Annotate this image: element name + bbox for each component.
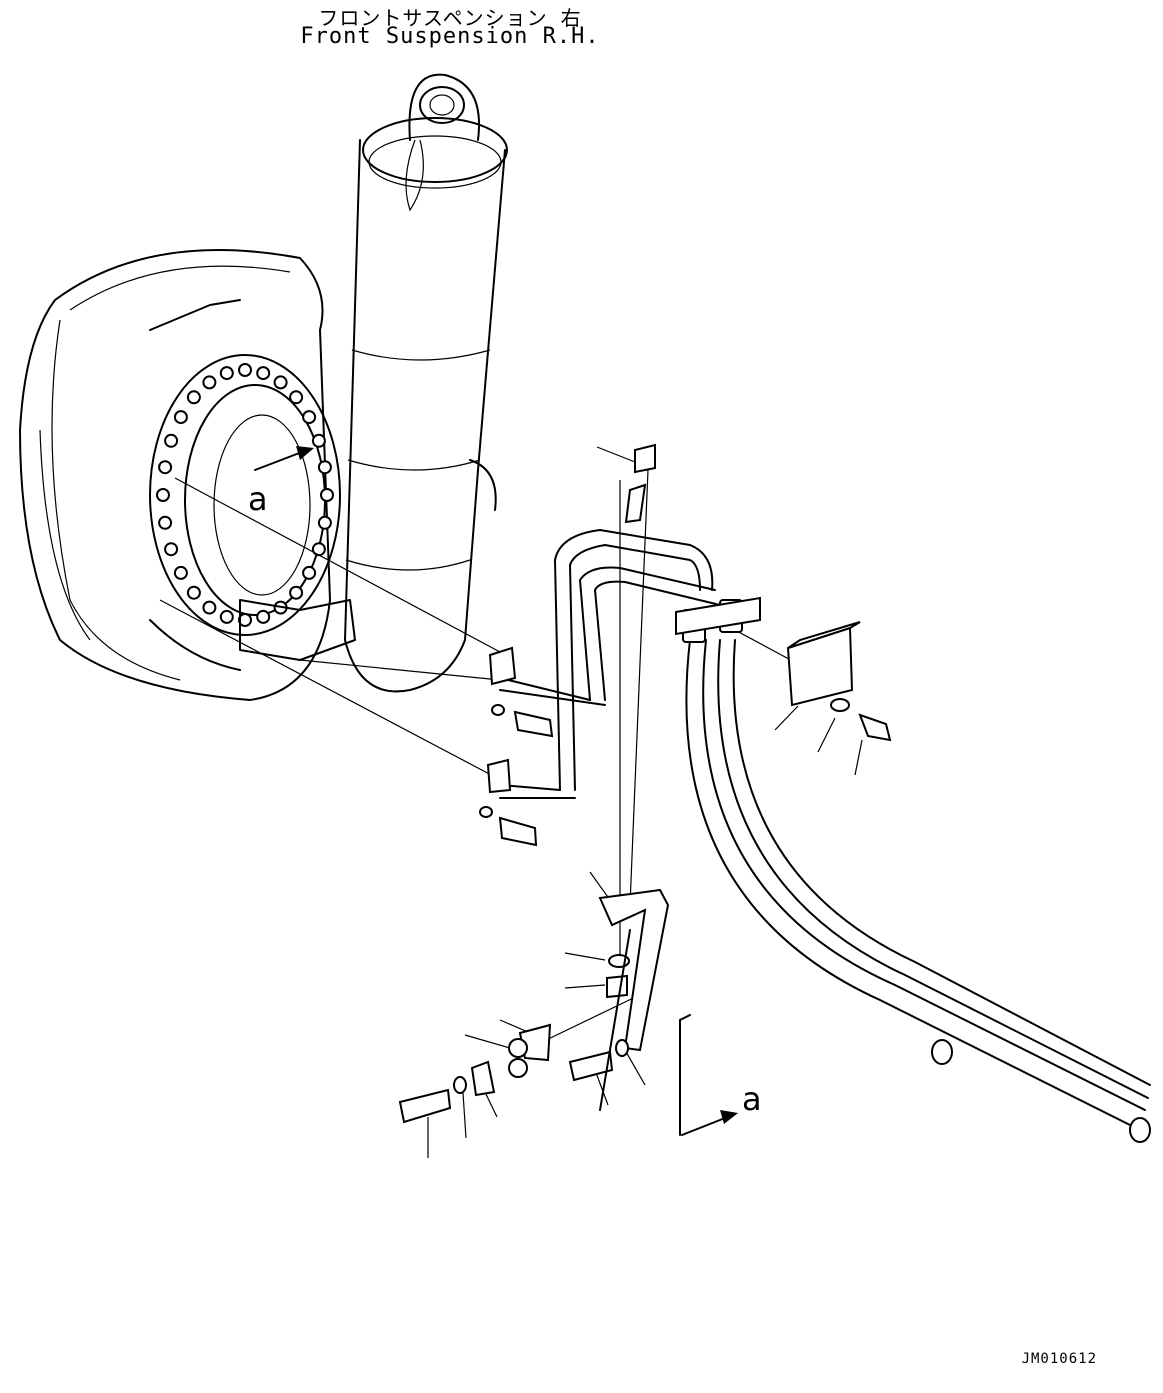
- hub-bolt: [164, 542, 179, 557]
- hub-bolt: [317, 515, 332, 530]
- wheel-hub-assembly: [19, 249, 356, 701]
- hub-bolt: [219, 609, 234, 624]
- hub-bolt: [173, 565, 188, 580]
- hub-bolt: [173, 410, 188, 425]
- view-label-a-top: a: [248, 480, 268, 518]
- view-arrows: a a: [248, 446, 762, 1136]
- hydraulic-lines: [499, 529, 1151, 1143]
- hub-bolt: [202, 375, 217, 390]
- hub-bolt: [289, 390, 304, 405]
- hub-bolt: [219, 366, 234, 381]
- hub-bolt: [302, 410, 317, 425]
- suspension-cylinder: [344, 73, 508, 693]
- hub-bolt: [158, 460, 173, 475]
- hub-bolt: [273, 375, 288, 390]
- hub-bolt: [164, 433, 179, 448]
- hub-bolt: [302, 565, 317, 580]
- hub-bolt: [256, 609, 271, 624]
- hub-bolt: [238, 363, 252, 377]
- title-japanese: フロントサスペンション 右: [318, 6, 582, 30]
- hub-bolt: [156, 488, 170, 502]
- hub-bolt: [186, 390, 201, 405]
- hub-bolt: [186, 585, 201, 600]
- hub-bolt-ring: [156, 363, 334, 627]
- hub-bolt: [317, 460, 332, 475]
- drawing-code: JM010612: [1021, 1351, 1097, 1367]
- hub-bolt: [289, 585, 304, 600]
- hub-bolt: [202, 600, 217, 615]
- hub-bolt: [256, 366, 271, 381]
- view-label-a-bottom: a: [742, 1080, 762, 1118]
- hub-bolt: [320, 488, 334, 502]
- bracket-and-fasteners: [398, 443, 892, 1136]
- hub-bolt: [158, 515, 173, 530]
- hub-bolt: [311, 433, 326, 448]
- title-english: Front Suspension R.H.: [300, 24, 600, 49]
